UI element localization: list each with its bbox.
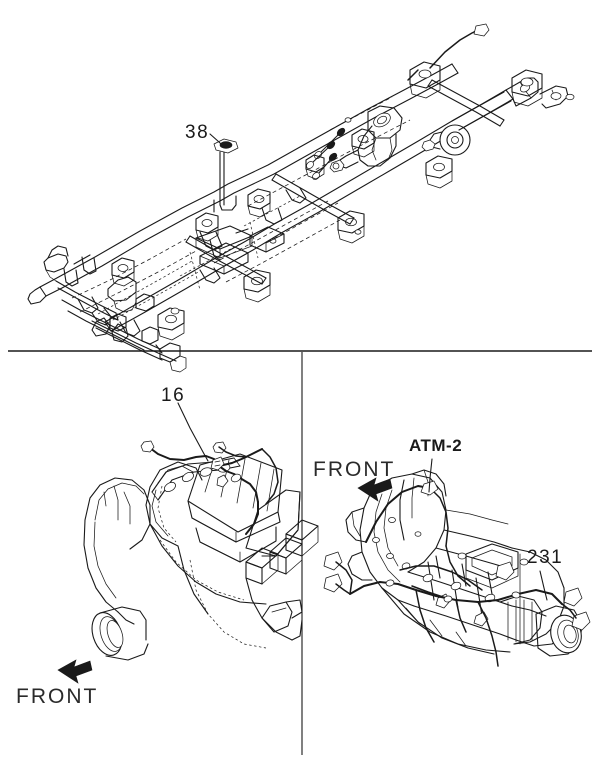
callout-label-38: 38 (185, 122, 210, 143)
harness-clip-38 (213, 138, 239, 213)
front-direction-label-engine: FRONT (16, 685, 99, 708)
arrow-left-transmission (357, 477, 393, 502)
arrow-left-engine (57, 659, 93, 684)
engine-wiring-harness (140, 440, 279, 535)
engine-coil-packs (245, 519, 319, 585)
front-direction-label-transmission: FRONT (313, 458, 396, 481)
callout-label-16: 16 (161, 385, 186, 406)
transmission-wiring-harness (323, 480, 591, 667)
chassis-frame-illustration (27, 23, 575, 373)
engine-illustration (57, 402, 319, 684)
engine-air-inlet (91, 606, 149, 661)
callout-label-atm-2: ATM-2 (409, 436, 463, 455)
callout-label-231: 231 (527, 547, 564, 568)
frame-bolt-group (306, 127, 346, 180)
transmission-illustration (323, 458, 591, 667)
transmission-solenoid-block (457, 543, 529, 589)
